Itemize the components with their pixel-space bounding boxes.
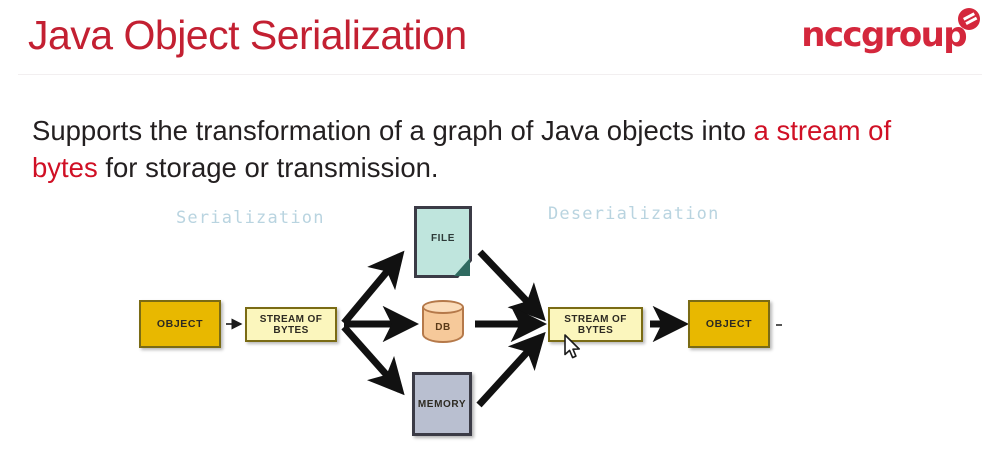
body-text-segment-3: for storage or transmission. xyxy=(97,151,439,183)
body-text-segment-1: Supports the transformation of a graph o… xyxy=(32,115,754,146)
page-title: Java Object Serialization xyxy=(28,12,467,58)
ncc-group-logo: nccgroup xyxy=(782,6,982,62)
database-cylinder-top-icon xyxy=(422,300,464,314)
body-paragraph: Supports the transformation of a graph o… xyxy=(32,113,942,186)
diagram-node-object-right[interactable]: OBJECT xyxy=(688,300,770,348)
serialization-diagram: Serialization Deserialization xyxy=(0,190,1000,464)
diagram-node-object-left[interactable]: OBJECT xyxy=(139,300,221,348)
file-document-icon xyxy=(414,206,472,278)
diagram-node-db-label: DB xyxy=(435,322,451,333)
diagram-node-file[interactable]: FILE xyxy=(414,206,472,278)
body-text-highlight: a stream of bytes xyxy=(32,115,892,183)
title-divider xyxy=(18,74,982,75)
diagram-node-memory[interactable]: MEMORY xyxy=(412,372,472,436)
database-cylinder-icon xyxy=(422,307,464,343)
diagram-node-stream-of-bytes-left[interactable]: STREAM OF BYTES xyxy=(245,307,337,342)
logo-wordmark: nccgroup xyxy=(801,15,967,55)
diagram-node-file-label: FILE xyxy=(430,232,456,244)
diagram-node-db[interactable]: DB xyxy=(422,300,464,348)
ncc-circle-swoosh-icon xyxy=(958,8,980,30)
diagram-label-serialization: Serialization xyxy=(176,208,325,228)
diagram-node-stream-of-bytes-right[interactable]: STREAM OF BYTES xyxy=(548,307,643,342)
diagram-label-deserialization: Deserialization xyxy=(548,204,720,224)
